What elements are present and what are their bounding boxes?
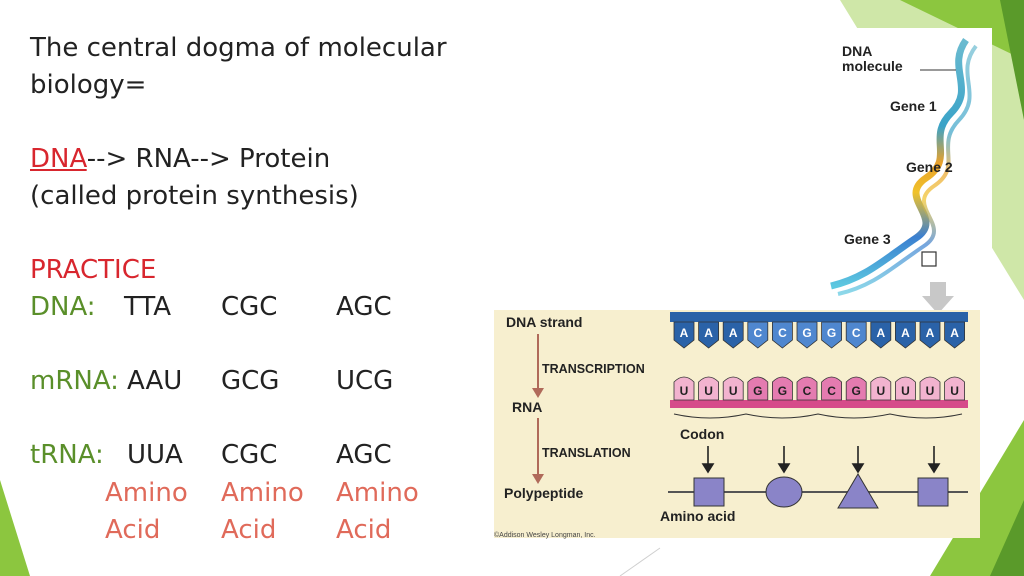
dna-bases-tile xyxy=(747,321,769,349)
dna-helix-image xyxy=(830,37,978,296)
dna-bases-tile xyxy=(845,321,867,349)
rna-bases-letter: U xyxy=(926,384,935,398)
gene-1-label: Gene 1 xyxy=(890,98,937,114)
dna-codon-1: TTA xyxy=(124,292,172,322)
rna-bases-letter: G xyxy=(778,384,787,398)
zoom-arrow xyxy=(922,282,954,314)
dna-molecule-label: DNA molecule xyxy=(842,43,903,75)
transcription-label: TRANSCRIPTION xyxy=(542,362,645,376)
rna-bases-tile xyxy=(722,376,744,401)
trna-codon-1: UUA xyxy=(127,440,183,470)
rna-bases-tile xyxy=(895,376,916,401)
dna-link[interactable]: DNA xyxy=(30,144,87,174)
rna-bases-tile xyxy=(772,376,793,401)
mrna-codon-3: UCG xyxy=(336,366,394,396)
protein-synthesis-figure: DNA strand TRANSCRIPTION RNA TRANSLATION… xyxy=(494,310,980,538)
trna-codon-3: AGC xyxy=(336,440,392,470)
dna-bases-letter: C xyxy=(778,326,787,340)
dna-bases-tile xyxy=(772,321,793,349)
figure-credit: ©Addison Wesley Longman, Inc. xyxy=(494,532,596,539)
rna-bases-letter: U xyxy=(729,384,738,398)
dna-bases-letter: A xyxy=(704,326,713,340)
flow-line: DNA--> RNA--> Protein xyxy=(30,141,330,178)
dna-codon-3: AGC xyxy=(336,292,392,322)
dna-bases-letter: A xyxy=(926,326,935,340)
dna-bases-tile xyxy=(944,321,965,349)
rna-bases-tile xyxy=(698,376,719,401)
dna-bases-letter: C xyxy=(852,326,861,340)
rna-bases-tile xyxy=(796,376,818,401)
dna-row-label: DNA: xyxy=(30,292,96,322)
rna-bases-letter: U xyxy=(704,384,713,398)
rna-bases-letter: C xyxy=(803,384,812,398)
acid-3: Acid xyxy=(336,515,392,545)
dna-bases-letter: G xyxy=(827,326,836,340)
dna-molecule-figure: DNA molecule Gene 1 Gene 2 Gene 3 xyxy=(826,28,992,300)
amino-1: Amino xyxy=(105,478,188,508)
dna-bases-tile xyxy=(895,321,916,349)
rna-bases-letter: C xyxy=(827,384,836,398)
dna-bases-letter: A xyxy=(901,326,910,340)
amino-2: Amino xyxy=(221,478,304,508)
translation-label: TRANSLATION xyxy=(542,446,631,460)
dna-bases-tile xyxy=(796,321,818,349)
flow-note: (called protein synthesis) xyxy=(30,181,359,211)
synthesis-diagram: A A A C C G G C A A A A U U U G G C C G U U U U xyxy=(532,312,968,509)
dna-bases-tile xyxy=(698,321,719,349)
dna-codon-2: CGC xyxy=(221,292,278,322)
dna-strand-label: DNA strand xyxy=(506,314,583,330)
rna-bases-tile xyxy=(747,376,769,401)
dna-bases-tile xyxy=(870,321,892,349)
mrna-codon-1: AAU xyxy=(127,366,183,396)
dna-molecule-label-2: molecule xyxy=(842,58,903,75)
rna-bases-letter: U xyxy=(901,384,910,398)
trna-codon-2: CGC xyxy=(221,440,278,470)
rna-bases-tile xyxy=(821,376,842,401)
amino-acid-label: Amino acid xyxy=(660,508,736,524)
mrna-codon-2: GCG xyxy=(221,366,280,396)
flow-rest: --> RNA--> Protein xyxy=(86,144,331,174)
rna-bases-tile xyxy=(870,376,892,401)
dna-bases-letter: A xyxy=(680,326,689,340)
rna-bases-tile xyxy=(845,376,867,401)
trna-row-label: tRNA: xyxy=(30,440,104,470)
dna-bases-letter: G xyxy=(802,326,811,340)
dna-bases-tile xyxy=(919,321,941,349)
title-line-2: biology= xyxy=(30,69,147,100)
dna-bases-letter: C xyxy=(753,326,762,340)
dna-bases-tile xyxy=(722,321,744,349)
rna-bases-letter: G xyxy=(852,384,861,398)
rna-bases-letter: G xyxy=(753,384,762,398)
dna-molecule-label-1: DNA xyxy=(842,43,873,59)
dna-bases-letter: A xyxy=(876,326,885,340)
rna-bases-letter: U xyxy=(950,384,959,398)
slide-text: The central dogma of molecular biology= xyxy=(30,30,490,104)
rna-bases-tile xyxy=(673,376,695,401)
title-line-1: The central dogma of molecular xyxy=(30,33,447,63)
rna-bases-tile xyxy=(919,376,941,401)
rna-bases-tile xyxy=(944,376,965,401)
dna-bases-letter: A xyxy=(729,326,738,340)
dna-bases-tile xyxy=(821,321,842,349)
acid-1: Acid xyxy=(105,515,161,545)
amino-3: Amino xyxy=(336,478,419,508)
mrna-row-label: mRNA: xyxy=(30,366,119,396)
acid-2: Acid xyxy=(221,515,277,545)
gene-3-label: Gene 3 xyxy=(844,231,891,247)
rna-label: RNA xyxy=(512,399,543,415)
gene-2-label: Gene 2 xyxy=(906,159,953,175)
dna-bases-tile xyxy=(673,321,695,349)
rna-bases-letter: U xyxy=(876,384,885,398)
dna-bases-letter: A xyxy=(950,326,959,340)
rna-bases-letter: U xyxy=(680,384,689,398)
practice-heading: PRACTICE xyxy=(30,255,157,285)
polypeptide-label: Polypeptide xyxy=(504,485,584,501)
codon-label: Codon xyxy=(680,426,725,442)
